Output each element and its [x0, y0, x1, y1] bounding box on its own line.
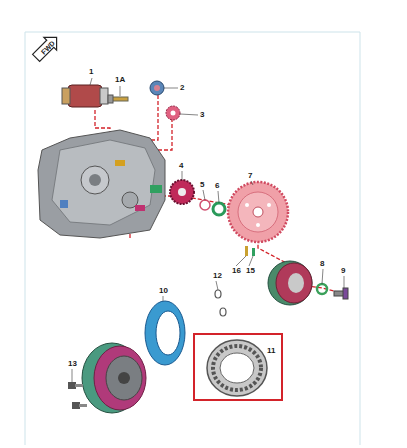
callout-number: 11 — [267, 347, 275, 355]
callout-number: 3 — [200, 111, 204, 119]
callout-number: 7 — [248, 172, 252, 180]
callout-number: 9 — [341, 267, 345, 275]
callout-number: 4 — [179, 162, 183, 170]
callout-number: 8 — [320, 260, 324, 268]
highlight-box: 11 — [193, 333, 283, 401]
callout-number: 6 — [215, 182, 219, 190]
callout-number: 2 — [180, 84, 184, 92]
callout-number: 10 — [159, 287, 168, 295]
callout-number: 16 — [232, 267, 241, 275]
callout-number: 15 — [246, 267, 255, 275]
callout-number: 1A — [115, 76, 125, 84]
callout-number: 12 — [213, 272, 222, 280]
callout-number: 13 — [68, 360, 77, 368]
callout-number: 5 — [200, 181, 204, 189]
callout-number: 1 — [89, 68, 93, 76]
